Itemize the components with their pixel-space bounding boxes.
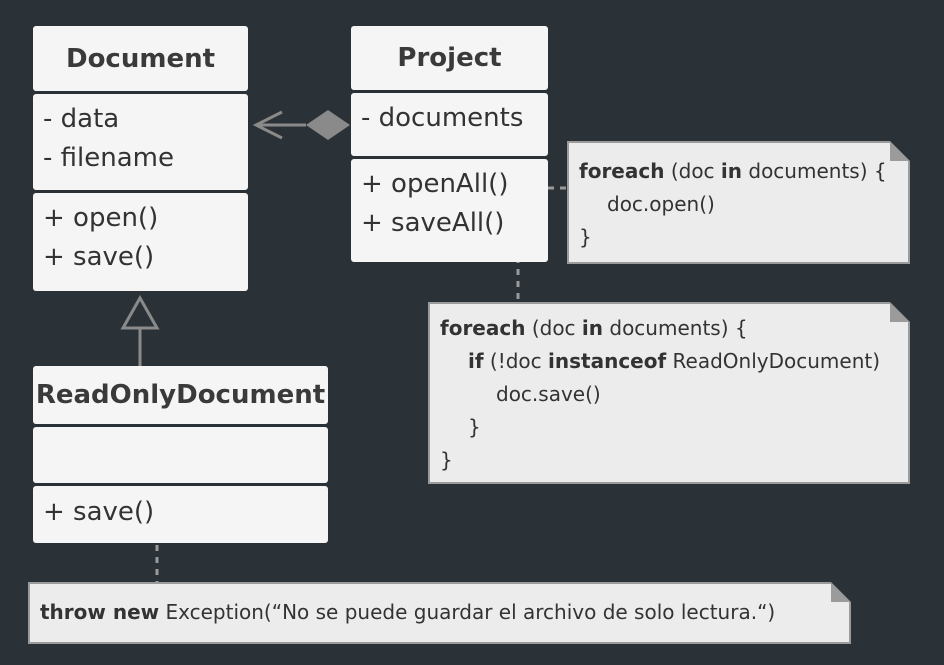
aggregation-diamond-icon: [306, 110, 350, 140]
note-line: foreach (doc in documents) {: [440, 316, 748, 340]
field-documents: - documents: [361, 103, 524, 133]
field-data: - data: [43, 104, 120, 134]
method-save: + save(): [43, 497, 155, 527]
note-openall: foreach (doc in documents) { doc.open() …: [567, 141, 910, 264]
inheritance-connector: [120, 294, 160, 366]
note-fold-icon: [890, 302, 910, 322]
aggregation-connector: [252, 110, 350, 140]
inheritance-triangle-icon: [120, 294, 160, 330]
note-line: }: [468, 415, 481, 439]
class-name: Document: [33, 26, 248, 91]
method-openall: + openAll(): [361, 169, 509, 199]
note-line: throw new Exception(“No se puede guardar…: [40, 600, 776, 624]
class-name: ReadOnlyDocument: [33, 366, 328, 424]
class-methods: + save(): [33, 486, 328, 543]
class-fields: - data - filename: [33, 94, 248, 190]
method-saveall: + saveAll(): [361, 208, 505, 238]
note-fold-icon: [831, 582, 851, 602]
note-line: doc.save(): [496, 382, 601, 406]
class-project: Project - documents + openAll() + saveAl…: [351, 26, 548, 262]
note-fold-icon: [890, 141, 910, 161]
note-saveall: foreach (doc in documents) { if (!doc in…: [428, 302, 910, 484]
class-document: Document - data - filename + open() + sa…: [33, 26, 248, 291]
note-readonly-save: throw new Exception(“No se puede guardar…: [28, 582, 851, 644]
note-line: foreach (doc in documents) {: [579, 159, 887, 183]
field-filename: - filename: [43, 143, 174, 173]
class-methods: + open() + save(): [33, 193, 248, 291]
class-methods: + openAll() + saveAll(): [351, 159, 548, 262]
class-name: Project: [351, 26, 548, 90]
class-fields: - documents: [351, 93, 548, 156]
method-open: + open(): [43, 203, 159, 233]
note-line: }: [440, 448, 453, 472]
class-readonlydocument: ReadOnlyDocument + save(): [33, 366, 328, 543]
note-line: if (!doc instanceof ReadOnlyDocument): [468, 349, 881, 373]
class-fields: [33, 427, 328, 483]
note-line: }: [579, 225, 592, 249]
note-line: doc.open(): [607, 192, 715, 216]
method-save: + save(): [43, 242, 155, 272]
